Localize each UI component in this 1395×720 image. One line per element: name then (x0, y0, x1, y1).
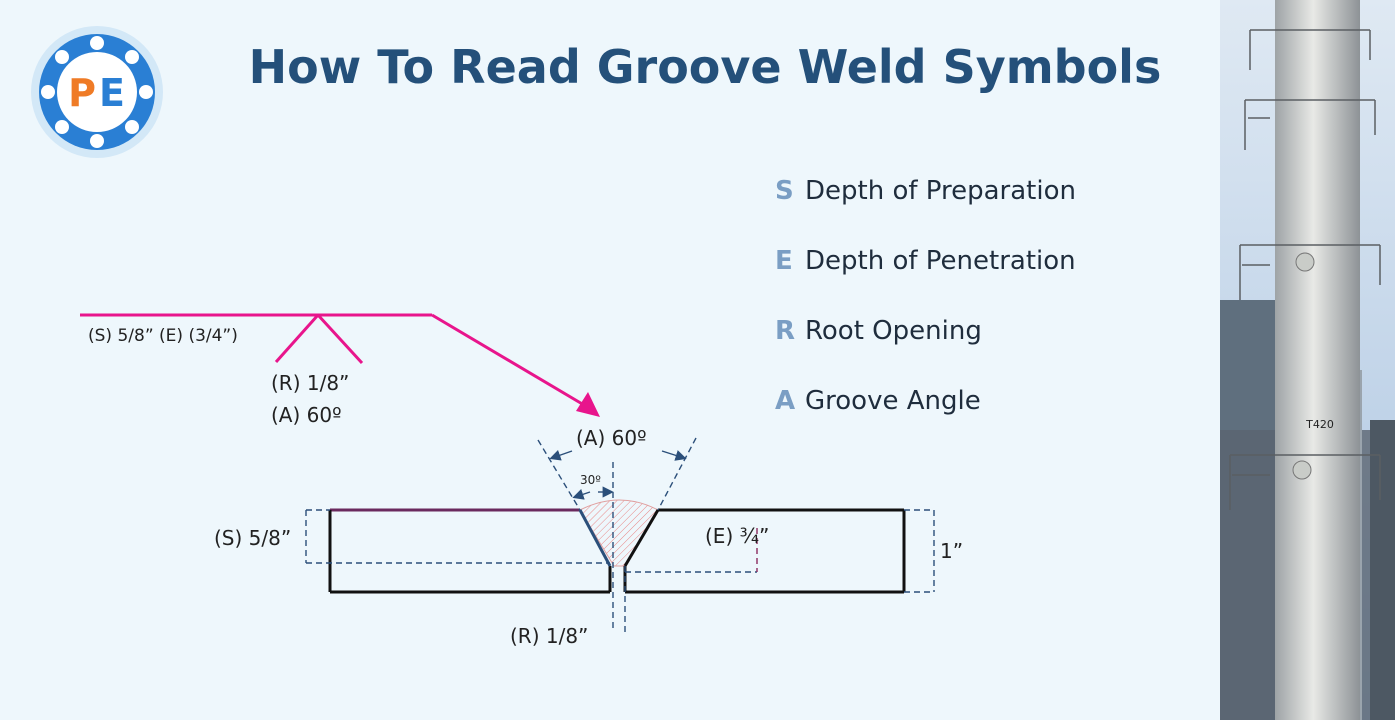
symbol-root-text: (R) 1/8” (271, 371, 350, 395)
weld-symbol (80, 313, 585, 407)
half-angle-label: 30º (580, 473, 601, 487)
tower-label: T420 (1305, 418, 1334, 431)
penetration-label: (E) ¾” (705, 524, 770, 548)
tower-photo: T420 (1220, 0, 1395, 720)
legend-key: S (775, 176, 794, 206)
legend-item-s: S Depth of Preparation (775, 176, 1076, 206)
left-plate (328, 508, 612, 594)
svg-text:P: P (68, 71, 96, 115)
legend-item-r: R Root Opening (775, 316, 982, 346)
legend-key: R (775, 316, 796, 346)
legend-label: Depth of Penetration (805, 246, 1076, 276)
legend-item-e: E Depth of Penetration (775, 246, 1076, 276)
svg-text:E: E (99, 71, 125, 115)
symbol-angle-text: (A) 60º (271, 403, 342, 427)
angle-arrows (549, 449, 687, 500)
legend-label: Root Opening (805, 316, 982, 346)
legend-key: A (775, 386, 796, 416)
legend-label: Depth of Preparation (805, 176, 1076, 206)
pe-logo: P E (31, 26, 163, 158)
root-opening-label: (R) 1/8” (510, 624, 589, 648)
dimension-lines (305, 437, 935, 632)
groove-angle-label: (A) 60º (576, 426, 647, 450)
legend-key: E (775, 246, 793, 276)
depth-prep-label: (S) 5/8” (214, 526, 292, 550)
arrow-line (431, 313, 585, 407)
page-title: How To Read Groove Weld Symbols (248, 40, 1162, 94)
weld-diagram (80, 313, 935, 632)
thickness-label: 1” (940, 539, 964, 563)
symbol-top-text: (S) 5/8” (E) (3/4”) (88, 326, 238, 346)
right-plate (623, 508, 906, 594)
logo-dots-icon (41, 36, 153, 148)
v-groove-symbol-left (274, 314, 320, 363)
v-groove-symbol-right (316, 313, 364, 365)
arrow-head-icon (576, 392, 600, 417)
legend-item-a: A Groove Angle (775, 386, 981, 416)
legend-label: Groove Angle (805, 386, 981, 416)
